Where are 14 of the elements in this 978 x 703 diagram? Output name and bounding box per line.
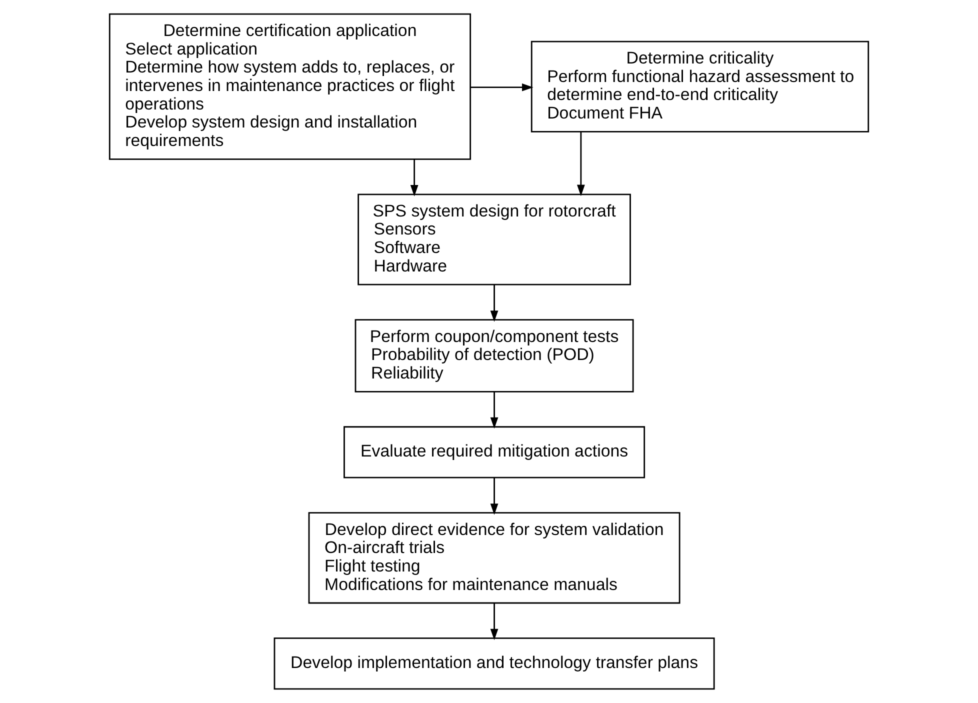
arrow (576, 132, 585, 196)
arrow (470, 83, 534, 92)
node-box: Develop implementation and technology transfer plans (274, 638, 715, 690)
arrow (490, 603, 498, 640)
node-box: Determine certification application Select application Determine how system adds to, replaces, or intervenes in maintenance practices or flight operations Develop system design and installation requirements (108, 13, 472, 160)
node-box: Evaluate required mitigation actions (344, 426, 646, 478)
node-box: Determine criticality Perform functional hazard assessment to determine end-to-end criticality Document FHA (530, 40, 870, 132)
node-box: Perform coupon/component tests Probability of detection (POD) Reliability (354, 319, 634, 392)
arrow (490, 284, 498, 322)
arrow (490, 392, 498, 429)
node-box: Develop direct evidence for system validation On-aircraft trials Flight testing Modifications for maintenance manuals (308, 512, 680, 604)
node-box: SPS system design for rotorcraft Sensors Software Hardware (358, 194, 631, 286)
arrow (410, 159, 418, 196)
arrow (490, 478, 498, 515)
